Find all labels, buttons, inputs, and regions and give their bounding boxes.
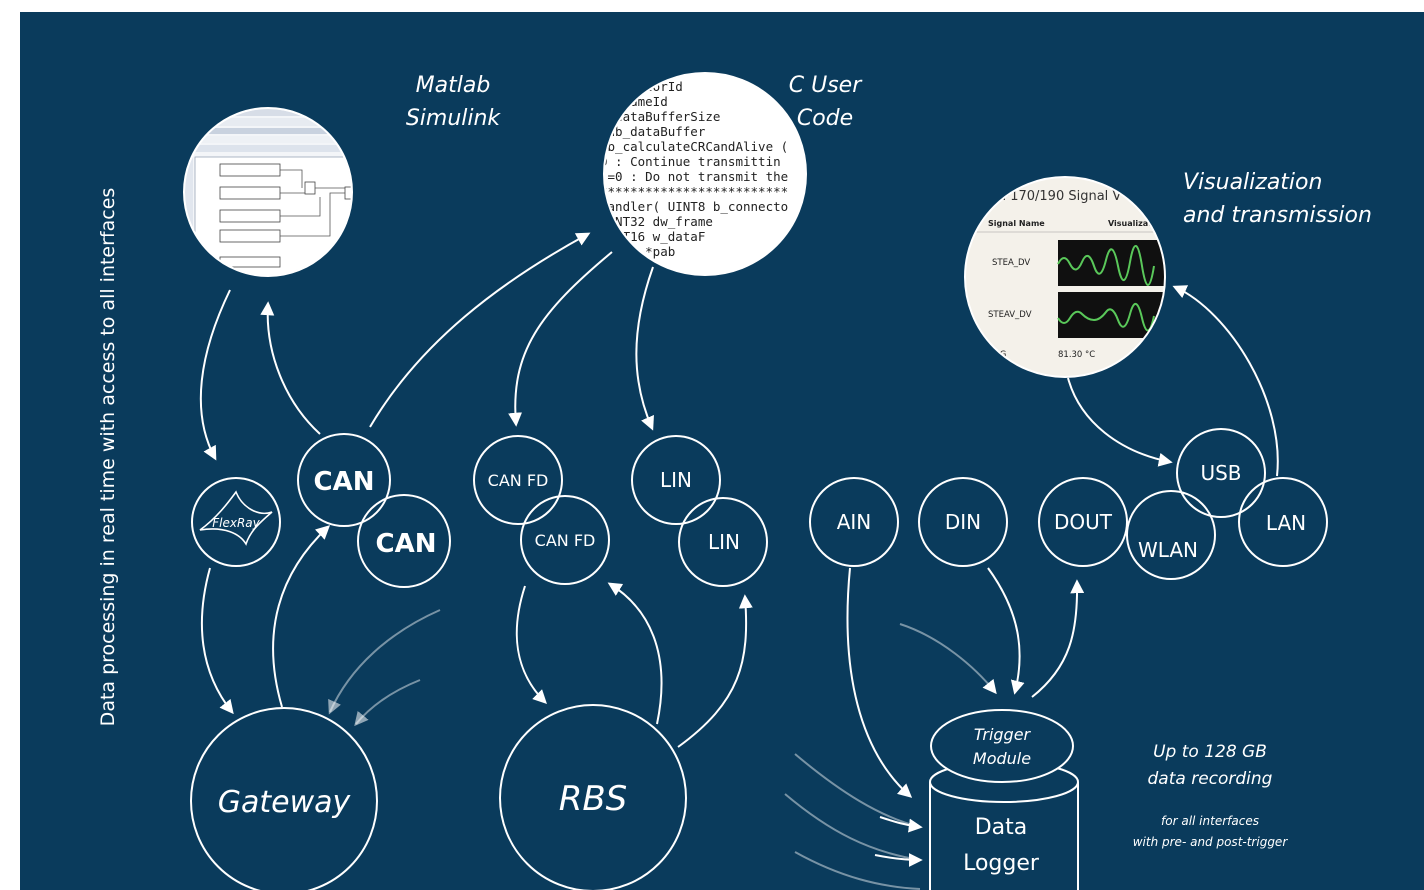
code-line: w_dataBufferSize (600, 109, 720, 124)
arrow (677, 594, 753, 748)
arrow (369, 232, 591, 428)
arrow (272, 525, 331, 708)
matlab-title-line2: Simulink (406, 106, 502, 131)
trigger-label-line2: Module (973, 749, 1031, 768)
c-code-title-line1: C User (789, 73, 863, 98)
recording-line1: Up to 128 GB (1153, 742, 1267, 762)
recording-line2: data recording (1148, 769, 1273, 789)
rbs-node: RBS (499, 704, 687, 890)
recording-note1: for all interfaces (1161, 814, 1259, 828)
can-label: CAN (314, 467, 375, 497)
diagram-canvas: Data processing in real time with access… (97, 72, 1372, 890)
arrow (328, 609, 441, 715)
visualization-bubble: RC-EP170/190 Signal V Signal Name Visual… (964, 176, 1166, 378)
code-line: pab_dataBuffer (600, 124, 706, 139)
arrow (846, 567, 913, 798)
arrow (874, 852, 923, 867)
can-node-secondary: CAN (357, 494, 451, 588)
ain-node: AIN (809, 477, 899, 567)
logger-label-line1: Data (975, 815, 1028, 840)
canfd-node-primary: CAN FD (473, 435, 563, 525)
side-caption: Data processing in real time with access… (97, 188, 119, 727)
arrow (794, 753, 921, 828)
c-code-title-line2: Code (797, 106, 853, 131)
gateway-node: Gateway (190, 707, 378, 890)
arrow (635, 266, 654, 431)
usb-label: USB (1200, 461, 1241, 485)
lin-node-primary: LIN (631, 435, 721, 525)
code-line: Handler( UINT8 b_connecto (600, 199, 788, 214)
din-label: DIN (945, 510, 981, 534)
dout-node: DOUT (1038, 477, 1128, 567)
arrow (987, 567, 1025, 695)
arrow (354, 679, 421, 727)
waveform-plot (1058, 240, 1165, 286)
row-label: STEAV_DV (988, 310, 1032, 320)
arrow (784, 793, 921, 861)
usb-node (1176, 428, 1266, 518)
trigger-label-line1: Trigger (974, 725, 1032, 744)
matlab-title-line1: Matlab (416, 73, 491, 98)
arrow (899, 623, 997, 695)
wlan-node (1126, 490, 1216, 580)
canfd-label: CAN FD (535, 531, 596, 550)
wlan-label: WLAN (1138, 538, 1198, 562)
lin-label: LIN (660, 468, 692, 492)
dout-label: DOUT (1054, 510, 1113, 534)
code-line: UINT16 w_dataF (600, 229, 705, 244)
usb-wlan-lan-cluster: USB WLAN LAN (1126, 428, 1328, 580)
arrow (200, 567, 234, 715)
arrow (794, 851, 921, 890)
code-line: !=0 : Do not transmit the (600, 169, 788, 184)
lin-node-secondary: LIN (678, 497, 768, 587)
arrow (260, 301, 321, 435)
arrow (199, 289, 231, 461)
code-line: 0 : Continue transmittin (600, 154, 781, 169)
canfd-label: CAN FD (488, 471, 549, 490)
c-user-code-bubble: connectorId w_frameId w_dataBufferSize p… (600, 72, 807, 276)
column-visualization: Visualizatio (1108, 219, 1161, 228)
arrow (1067, 377, 1173, 467)
lin-label: LIN (708, 530, 740, 554)
column-signal-name: Signal Name (988, 219, 1045, 228)
data-logger: Data Logger (929, 761, 1079, 890)
matlab-simulink-bubble (183, 107, 353, 277)
arrow (515, 585, 547, 704)
flexray-label: FlexRay (212, 516, 260, 530)
din-node: DIN (918, 477, 1008, 567)
flow-arrows (199, 232, 1279, 890)
code-line: pb_calculateCRCandAlive ( (600, 139, 788, 154)
simulink-screenshot (185, 109, 351, 275)
arrow (1172, 285, 1279, 477)
temperature-value: 81.30 °C (1058, 350, 1095, 360)
flexray-logo-icon (199, 490, 273, 546)
flexray-node: FlexRay (191, 477, 281, 567)
row-label: STEA_DV (992, 258, 1030, 268)
code-line: connectorId (600, 79, 683, 94)
gateway-label: Gateway (218, 785, 352, 820)
arrow (1031, 579, 1085, 698)
visualization-title-line2: and transmission (1183, 203, 1372, 228)
lan-label: LAN (1266, 511, 1306, 535)
arrow (607, 582, 663, 725)
visualization-title-line1: Visualization (1183, 170, 1322, 195)
ain-label: AIN (837, 510, 872, 534)
recording-note2: with pre- and post-trigger (1133, 835, 1289, 849)
diagram-panel: Data processing in real time with access… (20, 12, 1424, 890)
visualization-header: RC-EP170/190 Signal V (972, 189, 1121, 204)
can-label: CAN (376, 529, 437, 559)
trigger-module: Trigger Module (930, 709, 1074, 783)
can-node-primary: CAN (297, 433, 391, 527)
arrow (508, 251, 613, 427)
lan-node (1238, 477, 1328, 567)
code-line: UINT32 dw_frame (600, 214, 713, 229)
logger-label-line2: Logger (963, 851, 1040, 876)
canfd-node-secondary: CAN FD (520, 495, 610, 585)
code-line: ************************* (600, 184, 788, 199)
rbs-label: RBS (559, 779, 628, 819)
visualization-screenshot: RC-EP170/190 Signal V Signal Name Visual… (965, 177, 1165, 377)
arrow (879, 816, 923, 833)
